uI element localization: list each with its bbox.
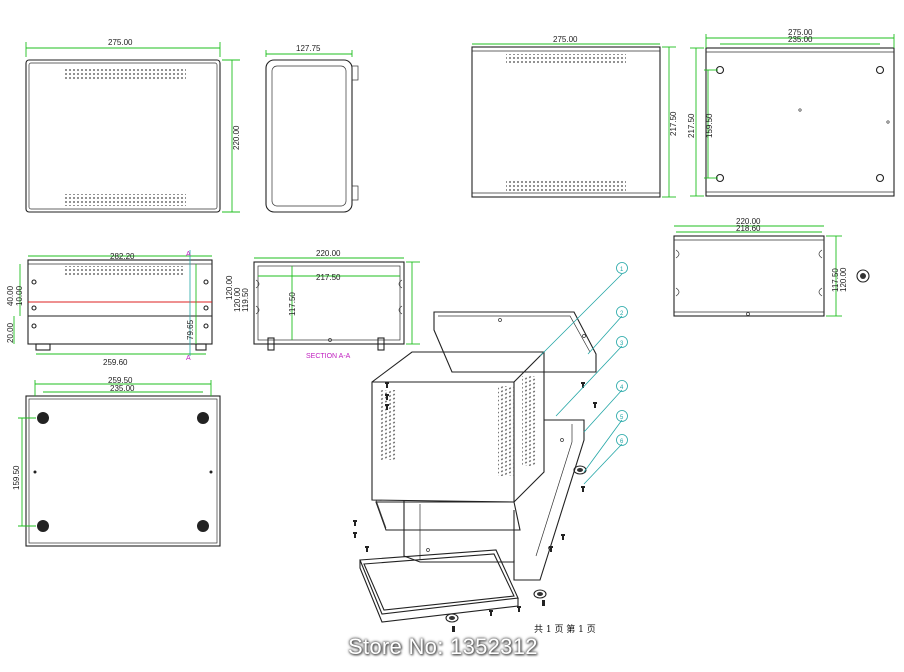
panel-view [673, 225, 870, 317]
exploded-view [353, 262, 628, 632]
back-hole-vspacing-dim: 159.50 [705, 113, 714, 138]
side-long-view [13, 250, 213, 356]
front-width-dim: 275.00 [108, 38, 133, 47]
bottom-hole-spacing-dim: 235.00 [110, 384, 135, 393]
side-long-h3-dim: 20.00 [6, 322, 15, 343]
section-h3-dim: 119.50 [241, 288, 250, 312]
back-view [690, 34, 895, 197]
front-view [25, 42, 240, 213]
side-long-width-dim: 282.20 [110, 252, 135, 261]
bottom-height-dim: 159.50 [12, 465, 21, 490]
panel-width-dim: 220.00 [736, 217, 761, 226]
section-view [253, 257, 420, 351]
section-inner-dim: 217.50 [316, 273, 341, 282]
balloon-3: 3 [620, 341, 624, 347]
page-number-text: 共 1 页 第 1 页 [534, 623, 596, 635]
top-view [471, 43, 676, 198]
balloon-6: 6 [620, 439, 624, 445]
panel-h1-dim: 117.50 [831, 268, 840, 292]
side-long-inner-dim: 79.65 [186, 319, 195, 340]
panel-inner-dim: 218.60 [736, 224, 761, 233]
front-height-dim: 220.00 [232, 125, 241, 150]
balloon-4: 4 [620, 385, 624, 391]
section-width-dim: 220.00 [316, 249, 341, 258]
section-h2-dim: 120.00 [233, 287, 242, 312]
panel-h2-dim: 120.00 [839, 267, 848, 292]
section-h1-dim: 120.00 [225, 275, 234, 300]
bottom-view [18, 380, 221, 547]
side-long-h2-dim: 10.00 [15, 285, 24, 306]
section-marker-bottom: A [186, 355, 191, 362]
top-height-dim: 217.50 [669, 111, 678, 136]
balloon-5: 5 [620, 415, 624, 421]
side-long-bottom-dim: 259.60 [103, 358, 128, 367]
balloon-2: 2 [620, 311, 624, 317]
back-height-dim: 217.50 [687, 113, 696, 138]
side-width-dim: 127.75 [296, 44, 321, 53]
balloon-1: 1 [620, 267, 624, 273]
store-watermark-text: Store No: 1352312 [348, 634, 538, 659]
back-hole-spacing-dim: 235.00 [788, 35, 813, 44]
top-width-dim: 275.00 [553, 35, 578, 44]
bottom-width-dim: 259.50 [108, 376, 133, 385]
store-watermark: Store No: 1352312 [0, 632, 904, 672]
section-height-dim: 117.50 [288, 292, 297, 316]
back-width-dim: 275.00 [788, 28, 813, 37]
section-marker-top: A [186, 251, 191, 258]
side-long-h1-dim: 40.00 [6, 285, 15, 306]
side-view [265, 50, 359, 213]
section-label: SECTION A-A [306, 353, 351, 360]
